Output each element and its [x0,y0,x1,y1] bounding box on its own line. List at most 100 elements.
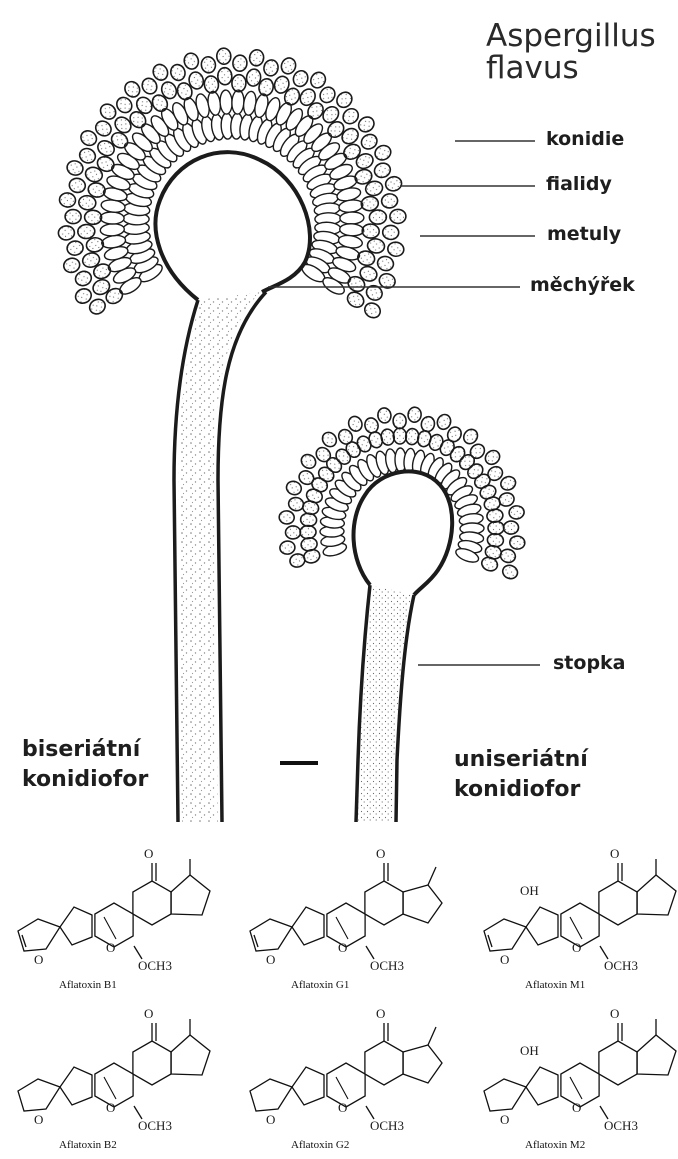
conidium [169,63,188,83]
conidium [65,209,81,224]
aflatoxin-structure: OCH3OOOAflatoxin B2 [4,1005,214,1155]
conidium [300,525,316,538]
methoxy-label: OCH3 [604,958,638,974]
methoxy-label: OCH3 [604,1118,638,1134]
molecule-skeleton [4,1005,214,1155]
phialide [100,223,125,237]
molecule-skeleton [236,845,446,995]
molecule-caption: Aflatoxin G2 [291,1139,349,1151]
conidium [97,101,118,122]
conidium [320,430,340,450]
conidium [262,58,279,77]
conidium [407,407,422,423]
molecule-caption: Aflatoxin M2 [525,1139,585,1151]
conidium [393,413,406,428]
phialide [340,212,364,225]
oxygen-label: O [144,1006,153,1022]
conidium [279,510,295,525]
molecule-caption: Aflatoxin G1 [291,979,349,991]
conidium [66,240,84,256]
conidium [287,496,305,512]
phialide [231,90,244,115]
oxygen-label: O [572,1100,581,1116]
conidium [508,505,525,520]
molecule-caption: Aflatoxin M1 [525,979,585,991]
oxygen-label: O [266,1112,275,1128]
phialide [100,212,124,225]
phialide [339,223,364,237]
molecule-skeleton [470,1005,678,1155]
conidium [73,269,93,288]
conidium [200,56,216,74]
molecule-caption: Aflatoxin B2 [59,1139,117,1151]
molecule-skeleton [236,1005,446,1155]
conidium [216,48,231,65]
label-biseriate-line1: biseriátní [22,735,148,765]
aflatoxin-structure: OCH3OOOAflatoxin G2 [236,1005,446,1155]
conidium [279,540,296,555]
conidium [373,161,393,179]
conidium [377,407,392,424]
aflatoxin-structure: OCH3 O O O Aflatoxin B1 [4,845,214,995]
uniseriate-vesicle [354,471,453,595]
oxygen-label: O [34,952,43,968]
conidium [369,210,386,225]
conidium [58,225,75,240]
species-title-line2: flavus [486,52,656,84]
conidium [248,49,264,67]
conidium [387,241,405,257]
conidium [84,210,101,225]
conidium [65,159,85,177]
aflatoxin-structure: OCH3OHOOOAflatoxin M2 [470,1005,678,1155]
oxygen-label: O [106,1100,115,1116]
conidium [501,563,520,581]
conidium [503,521,518,534]
oxygen-label: O [610,846,619,862]
oxygen-label: O [376,1006,385,1022]
label-uniseriate-line1: uniseriátní [454,745,588,775]
aflatoxin-structure: OCH3 O O O Aflatoxin G1 [236,845,446,995]
conidium [483,448,503,468]
label-uniseriate-line2: konidiofor [454,775,588,805]
oxygen-label: O [610,1006,619,1022]
conidium [499,548,517,564]
conidium [68,177,87,194]
oxygen-label: O [376,846,385,862]
conidium [77,224,95,239]
conidium [362,300,383,320]
methoxy-label: OCH3 [370,958,404,974]
species-title: Aspergillus flavus [486,20,656,84]
conidium [356,114,377,135]
conidium [183,52,200,71]
phialide [220,90,233,115]
conidium [233,55,248,72]
conidium [59,192,77,208]
conidium [122,79,143,100]
label-stopka: stopka [553,652,626,674]
molecule-skeleton [470,845,678,995]
label-biseriate-line2: konidiofor [22,765,148,795]
conidium [376,255,395,273]
oxygen-label: O [500,1112,509,1128]
label-uniseriate: uniseriátní konidiofor [454,745,588,805]
oxygen-label: O [338,940,347,956]
conidium [509,535,525,550]
oxygen-label: O [144,846,153,862]
conidium [345,289,367,310]
conidium [62,256,81,274]
conidium [384,175,403,192]
oxygen-label: O [500,952,509,968]
conidium [420,415,436,433]
conidium [299,452,319,471]
molecule-caption: Aflatoxin B1 [59,979,117,991]
methoxy-label: OCH3 [138,958,172,974]
conidium [217,67,232,85]
oxygen-label: O [266,952,275,968]
conidiophore-illustration [0,0,678,830]
label-mechyrek: měchýřek [530,274,635,296]
oxygen-label: O [572,940,581,956]
oxygen-label: O [106,940,115,956]
conidium [382,225,399,240]
label-metuly: metuly [547,223,621,245]
